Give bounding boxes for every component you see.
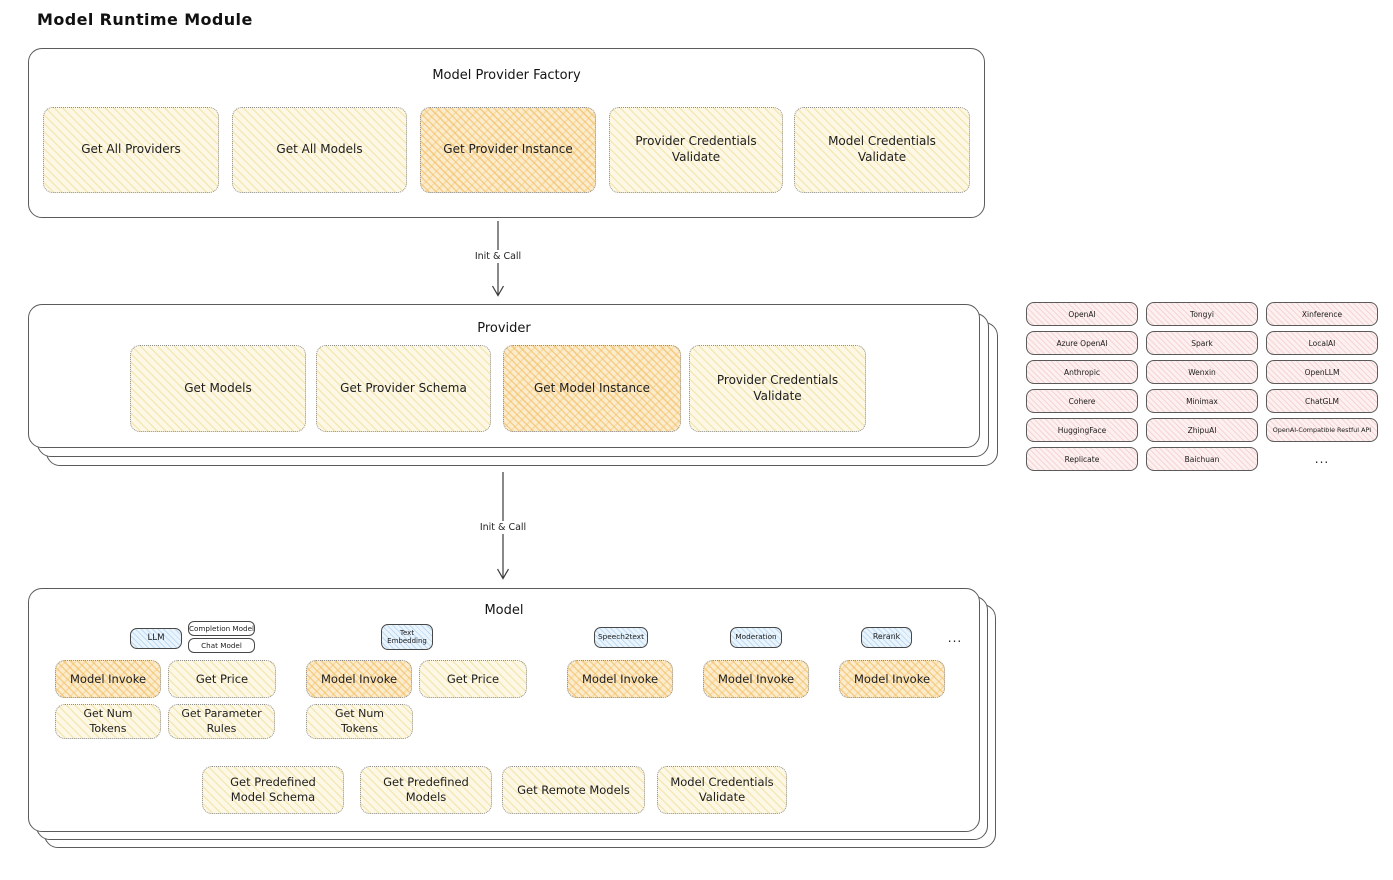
factory-model-credentials-validate: Model Credentials Validate <box>794 107 970 193</box>
provider-pill-xinference: Xinference <box>1266 302 1378 326</box>
factory-get-all-providers: Get All Providers <box>43 107 219 193</box>
provider-pill-huggingface: HuggingFace <box>1026 418 1138 442</box>
provider-pill-baichuan: Baichuan <box>1146 447 1258 471</box>
embedding-model-invoke: Model Invoke <box>306 660 412 698</box>
provider-pill-spark: Spark <box>1146 331 1258 355</box>
get-predefined-models: Get Predefined Models <box>360 766 492 814</box>
tag-moderation: Moderation <box>730 627 782 648</box>
llm-model-invoke: Model Invoke <box>55 660 161 698</box>
tag-rerank: Rerank <box>861 627 912 648</box>
provider-get-model-instance: Get Model Instance <box>503 345 681 432</box>
get-predefined-model-schema: Get Predefined Model Schema <box>202 766 344 814</box>
provider-pill-anthropic: Anthropic <box>1026 360 1138 384</box>
provider-pill-replicate: Replicate <box>1026 447 1138 471</box>
llm-get-price: Get Price <box>168 660 276 698</box>
llm-get-num-tokens: Get Num Tokens <box>55 704 161 739</box>
provider-pill-tongyi: Tongyi <box>1146 302 1258 326</box>
provider-get-provider-schema: Get Provider Schema <box>316 345 491 432</box>
model-tags-more: ... <box>947 630 963 645</box>
tag-chat-model: Chat Model <box>188 638 255 653</box>
init-call-label-2: Init & Call <box>473 521 533 534</box>
provider-pill-openai-compatible: OpenAI-Compatible Restful API <box>1266 418 1378 442</box>
provider-pill-cohere: Cohere <box>1026 389 1138 413</box>
provider-credentials-validate: Provider Credentials Validate <box>689 345 866 432</box>
speech2text-model-invoke: Model Invoke <box>567 660 673 698</box>
embedding-get-num-tokens: Get Num Tokens <box>306 704 413 739</box>
model-credentials-validate: Model Credentials Validate <box>657 766 787 814</box>
factory-get-all-models: Get All Models <box>232 107 407 193</box>
provider-pill-openllm: OpenLLM <box>1266 360 1378 384</box>
factory-get-provider-instance: Get Provider Instance <box>420 107 596 193</box>
embedding-get-price: Get Price <box>419 660 527 698</box>
get-remote-models: Get Remote Models <box>502 766 645 814</box>
provider-get-models: Get Models <box>130 345 306 432</box>
llm-get-parameter-rules: Get Parameter Rules <box>168 704 275 739</box>
rerank-model-invoke: Model Invoke <box>839 660 945 698</box>
provider-grid-more: ... <box>1314 452 1330 466</box>
provider-pill-chatglm: ChatGLM <box>1266 389 1378 413</box>
provider-box-title: Provider <box>477 321 531 336</box>
provider-pill-localai: LocalAI <box>1266 331 1378 355</box>
tag-text-embedding: Text Embedding <box>381 624 433 650</box>
provider-pill-azure-openai: Azure OpenAI <box>1026 331 1138 355</box>
tag-completion-model: Completion Model <box>188 621 255 636</box>
provider-pill-wenxin: Wenxin <box>1146 360 1258 384</box>
init-call-label-1: Init & Call <box>468 250 528 263</box>
provider-pill-openai: OpenAI <box>1026 302 1138 326</box>
model-box-title: Model <box>484 603 524 618</box>
provider-pill-minimax: Minimax <box>1146 389 1258 413</box>
provider-pill-zhipuai: ZhipuAI <box>1146 418 1258 442</box>
tag-speech2text: Speech2text <box>594 627 648 648</box>
page-title: Model Runtime Module <box>37 10 253 29</box>
factory-provider-credentials-validate: Provider Credentials Validate <box>609 107 783 193</box>
factory-box-title: Model Provider Factory <box>432 68 581 83</box>
moderation-model-invoke: Model Invoke <box>703 660 809 698</box>
tag-llm: LLM <box>130 628 182 649</box>
